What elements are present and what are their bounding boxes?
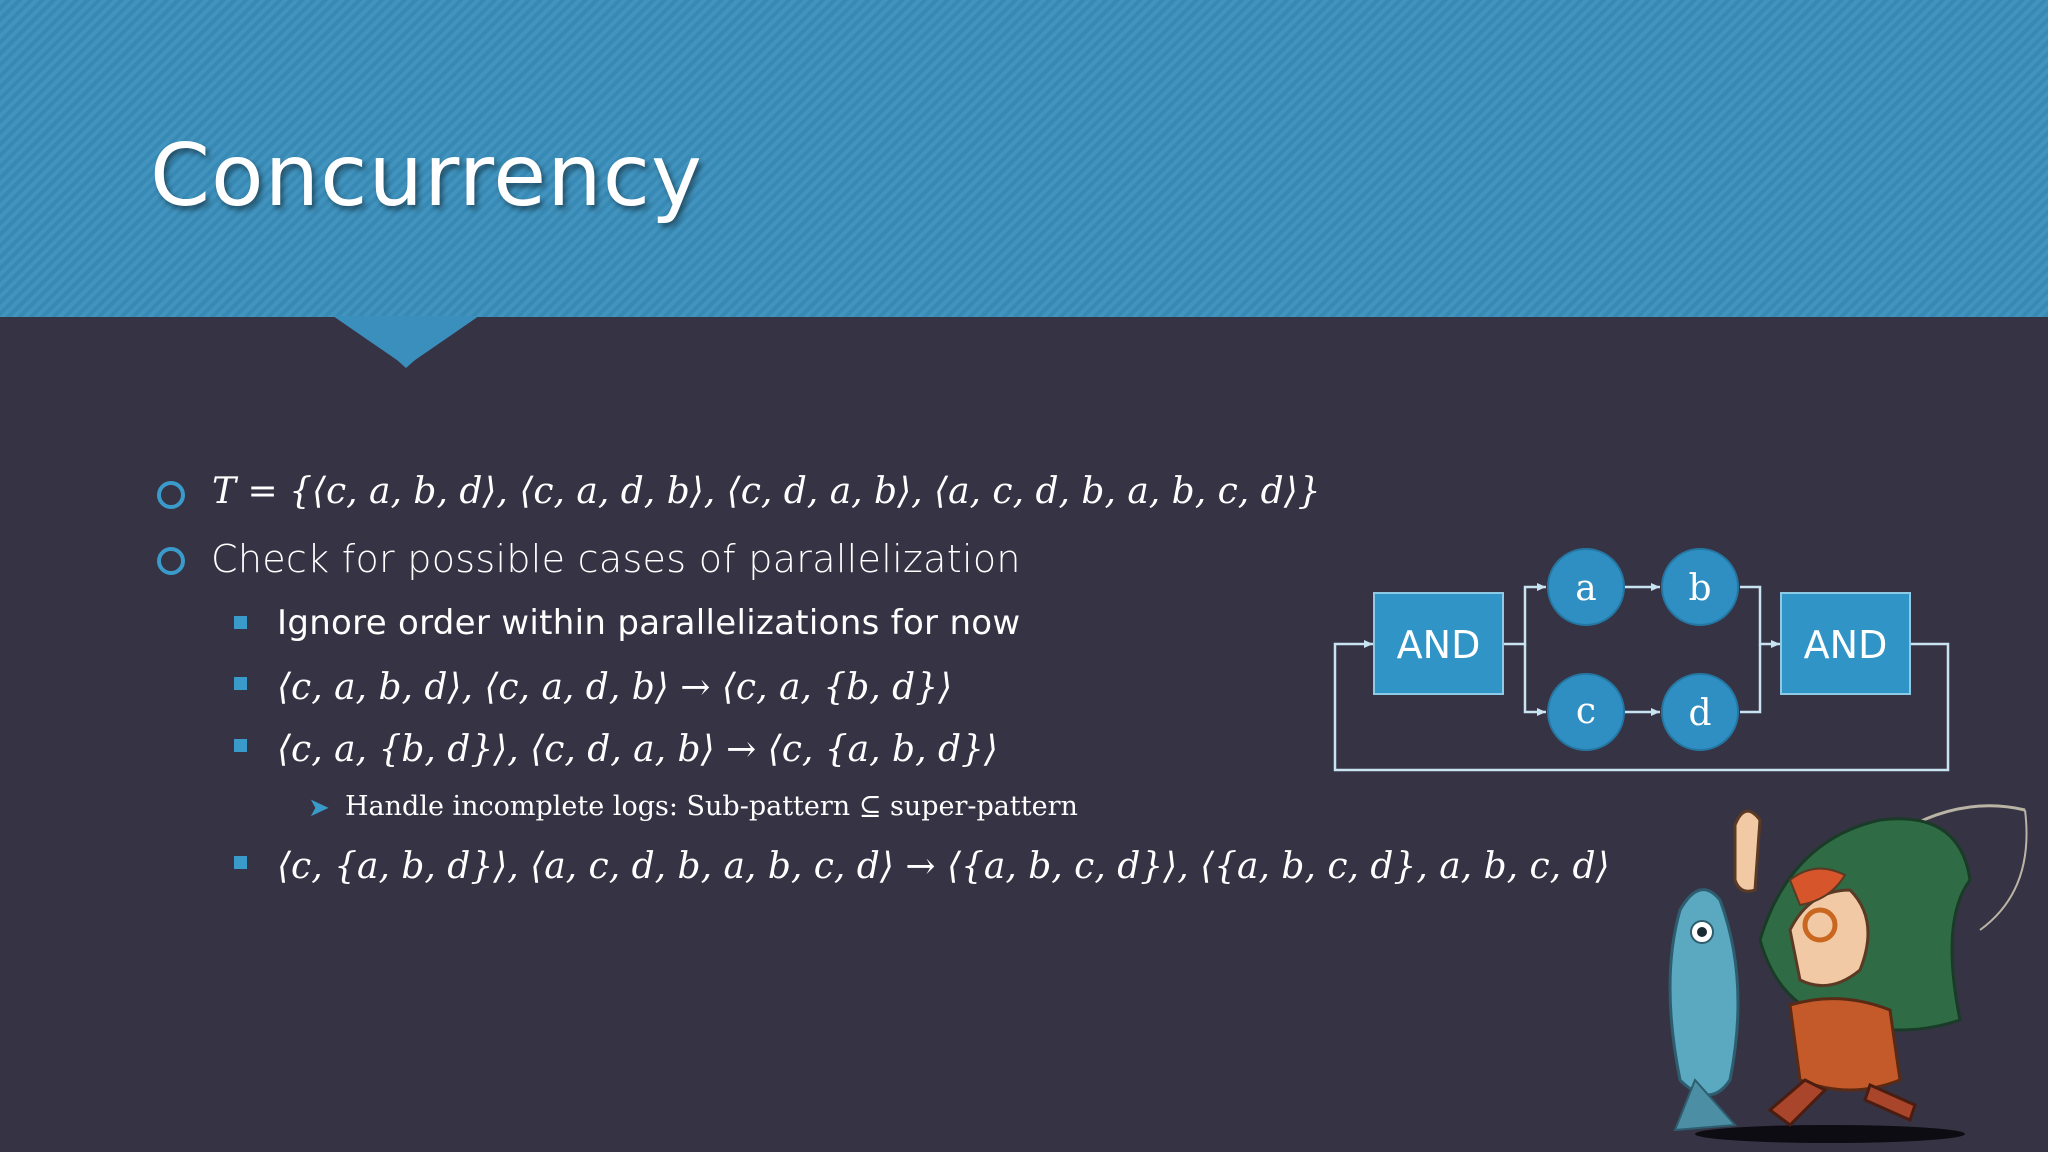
mascot-shadow [1695,1125,1965,1143]
diagram-connectors [1333,583,1950,772]
fish [1668,888,1740,1097]
node-a-label: a [1575,568,1596,609]
raised-hand [1733,809,1762,893]
arrowhead-bullet-icon: ➤ [308,793,330,823]
node-d: d [1661,673,1739,751]
left-and-gate: AND [1373,592,1504,695]
right-and-gate: AND [1780,592,1911,695]
node-c-label: c [1576,691,1596,732]
sub-sub-bullet-incomplete-logs: Handle incomplete logs: Sub-pattern ⊆ su… [345,791,1078,822]
sub-bullet-ignore-order: Ignore order within parallelizations for… [277,603,1021,643]
slide-title: Concurrency [150,126,703,226]
sub-bullet-merge-1: ⟨c, a, b, d⟩, ⟨c, a, d, b⟩ → ⟨c, a, {b, … [277,667,953,708]
bullet-trace-set: T = {⟨c, a, b, d⟩, ⟨c, a, d, b⟩, ⟨c, d, … [212,471,1321,512]
square-bullet-icon [234,739,247,752]
square-bullet-icon [234,856,247,869]
fisher-mascot-illustration [1668,804,2028,1143]
circle-bullet-icon [157,547,185,575]
right-and-gate-label: AND [1804,623,1888,667]
sub-bullet-merge-2: ⟨c, a, {b, d}⟩, ⟨c, d, a, b⟩ → ⟨c, {a, b… [277,729,998,770]
circle-bullet-icon [157,481,185,509]
sub-bullet-merge-3: ⟨c, {a, b, d}⟩, ⟨a, c, d, b, a, b, c, d⟩… [277,846,1610,887]
node-d-label: d [1688,693,1711,734]
square-bullet-icon [234,677,247,690]
node-c: c [1547,673,1625,751]
bullet-check-parallelization: Check for possible cases of parallelizat… [211,537,1021,581]
tunic [1788,997,1902,1092]
title-banner [0,0,2048,317]
node-b-label: b [1688,568,1711,609]
node-b: b [1661,548,1739,626]
square-bullet-icon [234,616,247,629]
node-a: a [1547,548,1625,626]
left-and-gate-label: AND [1397,623,1481,667]
